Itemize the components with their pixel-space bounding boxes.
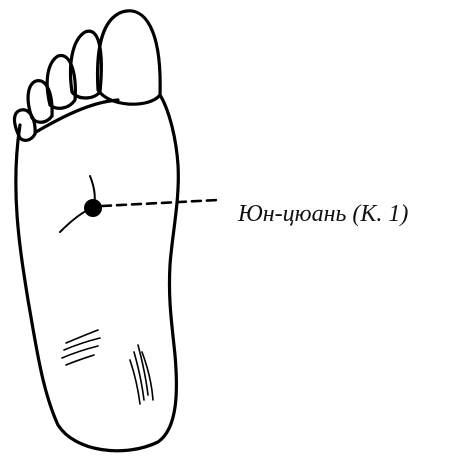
ball-crease — [36, 100, 118, 132]
arch-crease-1 — [66, 330, 98, 343]
big-toe — [98, 11, 161, 104]
acupoint-label: Юн-цюань (K. 1) — [237, 201, 408, 227]
arch-crease-4 — [66, 355, 94, 365]
little-toe — [14, 110, 35, 141]
leader-line — [102, 200, 218, 206]
foot-outline — [14, 11, 178, 451]
heel-creases — [62, 330, 153, 404]
acupoint — [60, 176, 218, 232]
sole-outline — [16, 95, 179, 451]
acupoint-marker — [84, 199, 102, 217]
arch-crease-2 — [64, 338, 100, 350]
